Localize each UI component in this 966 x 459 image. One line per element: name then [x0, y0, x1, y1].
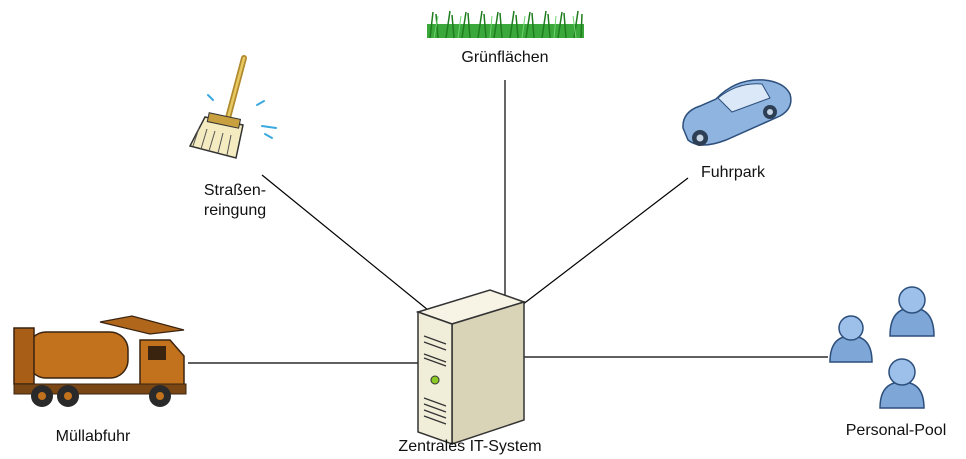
connector-fuhrpark — [521, 177, 689, 306]
garbage-truck-icon — [13, 315, 187, 407]
connector-lines — [188, 80, 828, 364]
person-icon — [889, 286, 935, 337]
person-icon — [829, 315, 873, 363]
label-personal-pool: Personal-Pool — [845, 422, 947, 439]
car-icon — [682, 79, 792, 146]
label-strassenreinigung-line2: reingung — [203, 202, 267, 219]
label-muellabfuhr: Müllabfuhr — [55, 428, 131, 445]
label-strassenreinigung-line1: Straßen- — [203, 182, 267, 199]
label-fuhrpark: Fuhrpark — [700, 164, 766, 181]
connector-strassenreinigung — [261, 174, 429, 311]
grass-icon — [427, 10, 584, 39]
person-icon — [879, 358, 925, 409]
label-zentrales-it-system: Zentrales IT-System — [398, 438, 542, 455]
label-gruenflaechen: Grünflächen — [461, 49, 549, 66]
label-strassenreinigung: Straßen- reingung — [185, 181, 285, 221]
broom-icon — [188, 55, 277, 159]
server-icon — [415, 289, 527, 446]
people-icon — [829, 286, 935, 409]
